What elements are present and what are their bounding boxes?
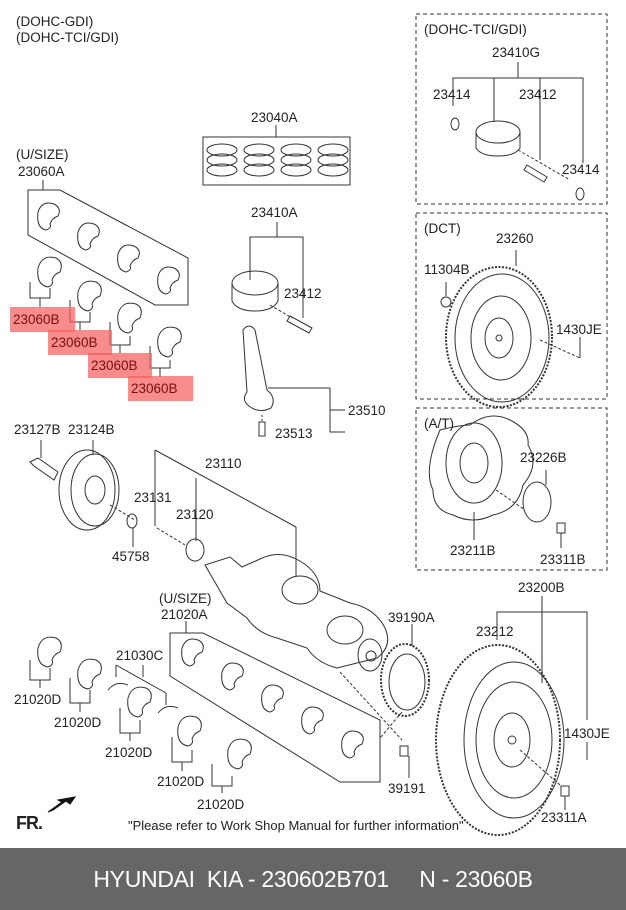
dct-flywheel-drawing bbox=[440, 250, 581, 408]
part-label-1430JE[interactable]: 1430JE bbox=[564, 726, 610, 741]
part-label-11304B[interactable]: 11304B bbox=[424, 262, 470, 277]
at-box-frame bbox=[415, 407, 608, 571]
part-label-21020D-4[interactable]: 21020D bbox=[157, 774, 205, 789]
at-driveplate-drawing bbox=[428, 415, 566, 548]
part-label-23510[interactable]: 23510 bbox=[348, 403, 386, 418]
part-label-23040A[interactable]: 23040A bbox=[251, 110, 298, 125]
highlight-23060B-2[interactable]: 23060B bbox=[48, 330, 112, 355]
piston-ring-set-drawing bbox=[202, 125, 351, 186]
part-label-23410G[interactable]: 23410G bbox=[492, 45, 541, 60]
parts-diagram: (DOHC-GDI) (DOHC-TCI/GDI) (U/SIZE) 23060… bbox=[10, 13, 610, 836]
part-label-21030C[interactable]: 21030C bbox=[116, 648, 164, 663]
part-label-21020D-2[interactable]: 21020D bbox=[54, 715, 102, 730]
part-label-23311B[interactable]: 23311B bbox=[540, 552, 586, 567]
tci-piston-drawing bbox=[450, 62, 585, 201]
part-label-21020D-1[interactable]: 21020D bbox=[14, 692, 62, 707]
at-box-title: (A/T) bbox=[424, 416, 454, 431]
tci-box-frame bbox=[415, 13, 608, 205]
front-marker: FR. bbox=[16, 813, 43, 833]
part-label-23127B[interactable]: 23127B bbox=[14, 422, 61, 437]
dct-box-frame bbox=[415, 212, 608, 400]
bearing-set-23060A-drawing bbox=[27, 180, 189, 306]
footer-bar: HYUNDAI KIA - 230602B701 N - 23060B bbox=[0, 848, 626, 910]
piston-conrod-drawing bbox=[231, 222, 345, 437]
variant-label-tci: (DOHC-TCI/GDI) bbox=[16, 30, 119, 45]
manual-note: "Please refer to Work Shop Manual for fu… bbox=[128, 818, 464, 833]
part-label-23226B[interactable]: 23226B bbox=[520, 450, 567, 465]
bearing-shell-icon bbox=[37, 202, 60, 231]
bearing-shell-icon bbox=[117, 244, 140, 273]
part-number-caption: HYUNDAI KIA - 230602B701 N - 23060B bbox=[93, 866, 533, 892]
part-label-23414-right[interactable]: 23414 bbox=[562, 162, 600, 177]
part-label-23060B: 23060B bbox=[91, 358, 138, 373]
part-label-23513[interactable]: 23513 bbox=[275, 426, 313, 441]
part-label-23131[interactable]: 23131 bbox=[134, 490, 172, 505]
usize-note-upper: (U/SIZE) bbox=[16, 147, 69, 162]
main-bearing-shells-drawing bbox=[29, 636, 252, 793]
part-label-23412[interactable]: 23412 bbox=[284, 286, 322, 301]
pulley-drawing bbox=[29, 440, 297, 576]
flywheel-drawing bbox=[435, 596, 588, 836]
highlight-23060B-1[interactable]: 23060B bbox=[10, 307, 75, 332]
part-label-23260[interactable]: 23260 bbox=[496, 231, 534, 246]
part-label-23311A[interactable]: 23311A bbox=[541, 810, 587, 825]
highlight-23060B-4[interactable]: 23060B bbox=[128, 376, 193, 401]
part-label-23211B[interactable]: 23211B bbox=[450, 543, 496, 558]
front-arrow-icon bbox=[47, 796, 77, 813]
part-label-23124B[interactable]: 23124B bbox=[68, 422, 115, 437]
part-label-21020D-3[interactable]: 21020D bbox=[105, 745, 153, 760]
part-label-45758[interactable]: 45758 bbox=[112, 549, 150, 564]
tci-box-title: (DOHC-TCI/GDI) bbox=[424, 22, 527, 37]
part-label-23060B: 23060B bbox=[51, 335, 98, 350]
part-label-23110[interactable]: 23110 bbox=[205, 456, 242, 471]
part-label-21020D-5[interactable]: 21020D bbox=[197, 797, 245, 812]
variant-label-gdi: (DOHC-GDI) bbox=[16, 14, 94, 29]
usize-note-lower: (U/SIZE) bbox=[159, 591, 212, 606]
part-label-1430JE-dct[interactable]: 1430JE bbox=[556, 322, 602, 337]
part-label-39190A[interactable]: 39190A bbox=[388, 610, 435, 625]
part-label-23414-left[interactable]: 23414 bbox=[433, 87, 471, 102]
bearing-shell-icon bbox=[157, 266, 180, 295]
part-label-23060B: 23060B bbox=[13, 312, 60, 327]
part-label-39191[interactable]: 39191 bbox=[388, 781, 426, 796]
target-wheel-drawing bbox=[379, 624, 430, 778]
part-label-23200B[interactable]: 23200B bbox=[518, 580, 565, 595]
part-label-23212[interactable]: 23212 bbox=[476, 624, 514, 639]
part-label-23060A[interactable]: 23060A bbox=[18, 164, 65, 179]
bearing-shell-icon bbox=[77, 222, 100, 251]
main-bearing-set-drawing bbox=[169, 621, 381, 783]
part-label-23120[interactable]: 23120 bbox=[176, 507, 214, 522]
part-label-23412-tci[interactable]: 23412 bbox=[519, 87, 557, 102]
part-label-23060B: 23060B bbox=[131, 381, 178, 396]
highlight-23060B-3[interactable]: 23060B bbox=[88, 353, 152, 378]
crankshaft-drawing bbox=[204, 554, 403, 741]
part-label-23410A[interactable]: 23410A bbox=[251, 205, 298, 220]
dct-box-title: (DCT) bbox=[424, 221, 461, 236]
part-label-21020A[interactable]: 21020A bbox=[161, 607, 208, 622]
